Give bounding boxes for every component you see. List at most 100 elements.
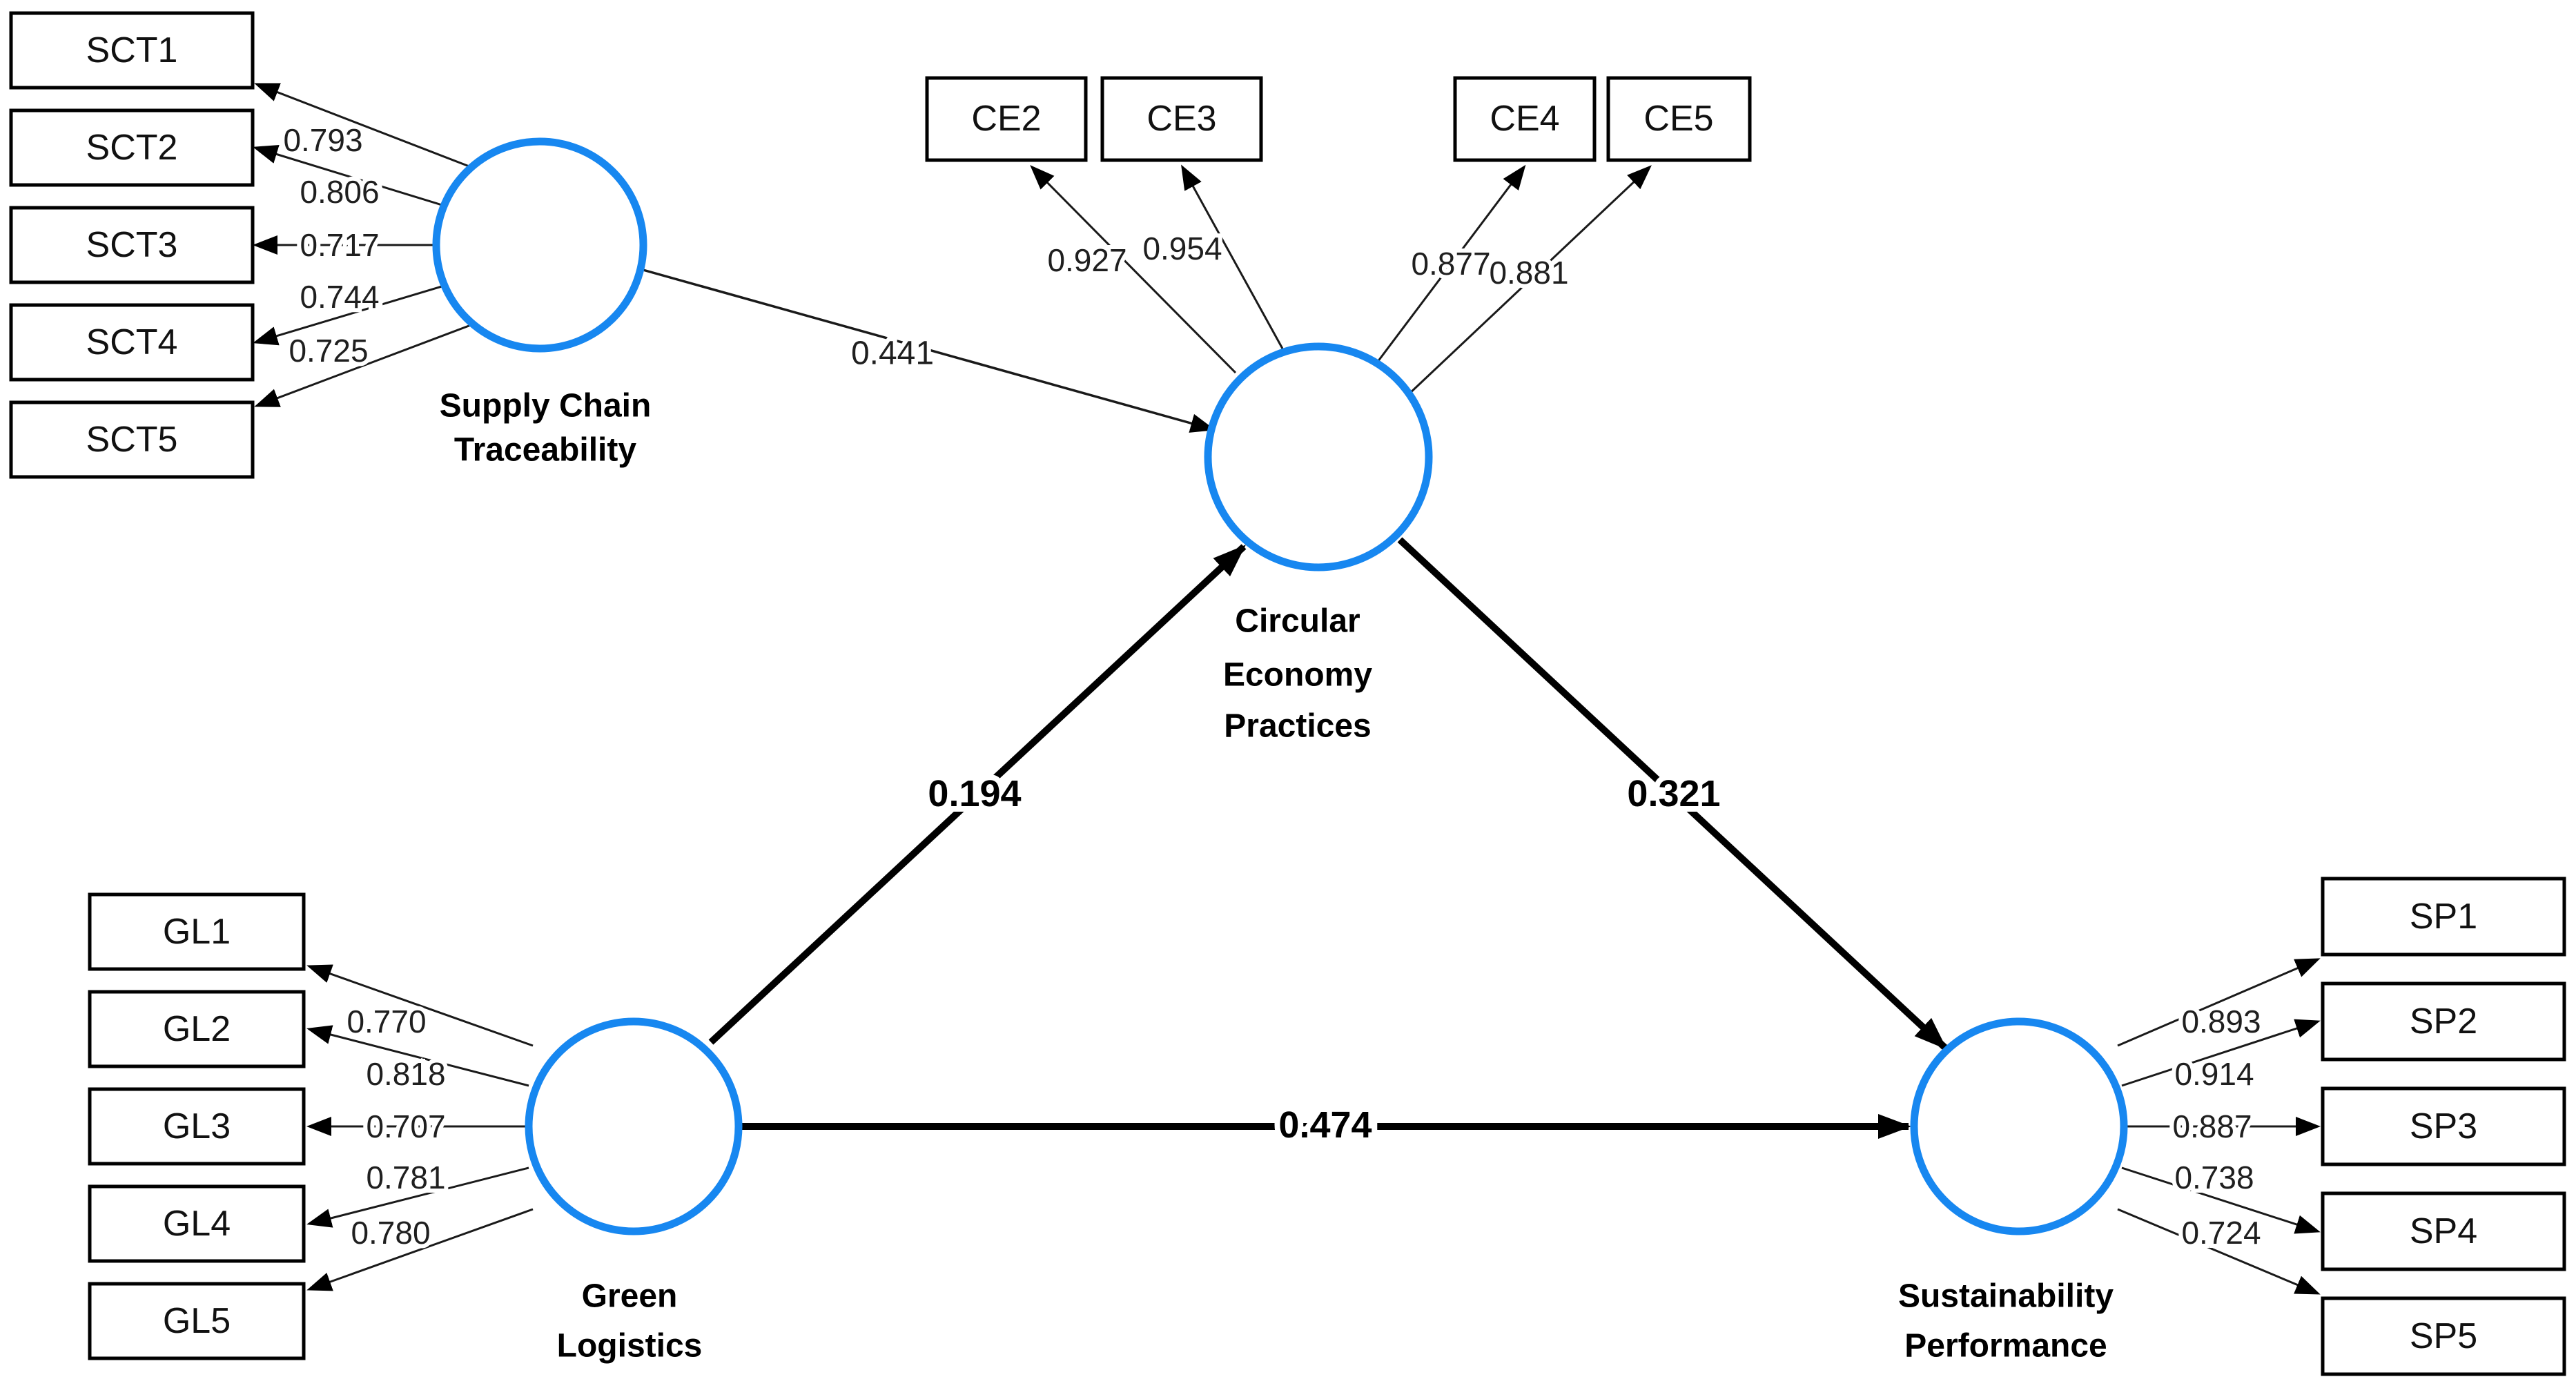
arrow-sct-to-sct5	[254, 322, 477, 407]
indicator-box-gl4: GL4	[88, 1184, 306, 1263]
indicator-box-sct3: SCT3	[9, 206, 255, 284]
construct-name-ce-line2: Economy	[1223, 657, 1372, 694]
loading-sp2: 0.914	[2174, 1056, 2254, 1092]
loading-gl4: 0.781	[366, 1160, 445, 1195]
construct-circle-gl	[525, 1017, 743, 1235]
indicator-box-gl2: GL2	[88, 990, 306, 1068]
indicator-label-gl5: GL5	[163, 1301, 231, 1341]
arrow-sct-to-sct4	[253, 283, 449, 346]
indicator-label-gl3: GL3	[163, 1106, 231, 1146]
indicator-label-ce5: CE5	[1643, 99, 1713, 139]
construct-circle-ce	[1204, 342, 1433, 571]
path-coefficient-gl-sp: 0.474	[1278, 1104, 1372, 1146]
arrow-ce-to-ce3	[1181, 164, 1284, 349]
construct-green-logistics: Green Logistics	[525, 1017, 743, 1365]
construct-supply-chain-traceability: Supply Chain Traceability	[432, 137, 652, 469]
indicator-label-sp3: SP3	[2410, 1106, 2477, 1146]
arrow-gl-to-gl1	[306, 964, 534, 1047]
construct-sustainability-performance: Sustainability Performance	[1898, 1017, 2128, 1365]
indicator-label-sct4: SCT4	[86, 322, 178, 362]
arrow-gl-to-gl2	[306, 1025, 529, 1087]
indicator-box-sct5: SCT5	[9, 400, 255, 479]
arrow-gl-to-gl5	[306, 1208, 534, 1291]
indicator-label-ce2: CE2	[971, 99, 1041, 139]
path-gl-to-ce-arrow	[708, 544, 1247, 1045]
loading-ce4: 0.877	[1411, 246, 1490, 282]
indicator-label-sct2: SCT2	[86, 128, 178, 168]
loading-sct2: 0.806	[300, 174, 379, 210]
construct-name-gl-line2: Logistics	[557, 1328, 703, 1365]
indicator-box-sct1: SCT1	[9, 11, 255, 90]
indicator-label-sct5: SCT5	[86, 420, 178, 460]
loading-sct1: 0.793	[283, 122, 362, 158]
sct-indicator-arrows	[253, 83, 477, 407]
indicator-label-ce3: CE3	[1146, 99, 1216, 139]
construct-name-sp-line1: Sustainability	[1898, 1278, 2114, 1315]
construct-name-sp-line2: Performance	[1904, 1328, 2107, 1365]
loading-ce3: 0.954	[1142, 231, 1222, 266]
arrow-sp-to-sp2	[2121, 1019, 2321, 1087]
loading-sp3: 0.887	[2172, 1108, 2252, 1144]
loading-sct5: 0.725	[289, 333, 368, 369]
path-ce-to-sp-arrow	[1397, 537, 1948, 1050]
path-coefficient-gl-ce: 0.194	[928, 773, 1021, 814]
indicator-box-sp2: SP2	[2321, 981, 2566, 1062]
gl-indicator-boxes: GL1 GL2 GL3 GL4 GL5	[88, 892, 306, 1360]
indicator-label-sct1: SCT1	[86, 30, 178, 70]
construct-name-ce-line1: Circular	[1235, 603, 1360, 640]
path-coefficient-sct-ce: 0.441	[851, 335, 934, 372]
construct-circle-sct	[432, 137, 647, 353]
loading-sct4: 0.744	[300, 279, 379, 315]
loading-gl1: 0.770	[347, 1004, 426, 1039]
indicator-label-sp1: SP1	[2410, 897, 2477, 937]
ce-loading-labels: 0.927 0.954 0.877 0.881	[1043, 226, 1572, 295]
indicator-box-sp1: SP1	[2321, 877, 2566, 957]
indicator-label-ce4: CE4	[1490, 99, 1559, 139]
construct-name-ce-line3: Practices	[1224, 708, 1372, 745]
sct-loading-labels: 0.793 0.806 0.717 0.744 0.725	[279, 118, 383, 373]
sp-indicator-boxes: SP1 SP2 SP3 SP4 SP5	[2321, 877, 2566, 1376]
sp-indicator-arrows	[2117, 958, 2321, 1295]
construct-circle-sp	[1910, 1017, 2128, 1235]
arrow-sp-to-sp5	[2117, 1208, 2321, 1295]
indicator-box-sp4: SP4	[2321, 1191, 2566, 1271]
loading-gl3: 0.707	[366, 1108, 445, 1144]
loading-gl5: 0.780	[351, 1215, 430, 1251]
construct-name-sct-line2: Traceability	[454, 432, 636, 469]
sct-indicator-boxes: SCT1 SCT2 SCT3 SCT4 SCT5	[9, 11, 255, 479]
gl-indicator-arrows	[306, 964, 534, 1291]
ce-indicator-boxes: CE2 CE3 CE4 CE5	[925, 76, 1752, 162]
arrow-ce-to-ce2	[1030, 165, 1237, 374]
indicator-label-sp2: SP2	[2410, 1001, 2477, 1042]
indicator-label-sp5: SP5	[2410, 1316, 2477, 1356]
indicator-box-sp3: SP3	[2321, 1086, 2566, 1166]
path-sct-to-ce-arrow	[640, 268, 1216, 433]
sp-loading-labels: 0.893 0.914 0.887 0.738 0.724	[2168, 999, 2265, 1255]
indicator-box-sp5: SP5	[2321, 1296, 2566, 1376]
loading-sp4: 0.738	[2174, 1160, 2254, 1195]
indicator-label-gl4: GL4	[163, 1204, 231, 1244]
construct-name-sct-line1: Supply Chain	[440, 388, 652, 424]
loading-gl2: 0.818	[366, 1056, 445, 1092]
construct-circular-economy-practices: Circular Economy Practices	[1204, 342, 1433, 745]
indicator-box-sct4: SCT4	[9, 303, 255, 382]
indicator-box-ce2: CE2	[925, 76, 1088, 162]
arrow-sp-to-sp1	[2117, 958, 2321, 1047]
indicator-label-gl1: GL1	[163, 912, 231, 952]
loading-sp1: 0.893	[2181, 1004, 2261, 1039]
indicator-label-gl2: GL2	[163, 1009, 231, 1049]
indicator-box-gl1: GL1	[88, 892, 306, 971]
construct-name-gl-line1: Green	[582, 1278, 678, 1315]
arrow-sp-to-sp4	[2121, 1166, 2321, 1234]
gl-loading-labels: 0.770 0.818 0.707 0.781 0.780	[342, 999, 449, 1255]
indicator-box-ce5: CE5	[1606, 76, 1752, 162]
arrow-ce-to-ce5	[1407, 165, 1652, 396]
loading-sct3: 0.717	[300, 227, 379, 263]
loading-ce2: 0.927	[1047, 242, 1126, 278]
indicator-box-gl5: GL5	[88, 1282, 306, 1360]
path-coefficient-ce-sp: 0.321	[1627, 773, 1720, 814]
indicator-label-sct3: SCT3	[86, 225, 178, 265]
arrow-gl-to-gl4	[306, 1166, 529, 1228]
